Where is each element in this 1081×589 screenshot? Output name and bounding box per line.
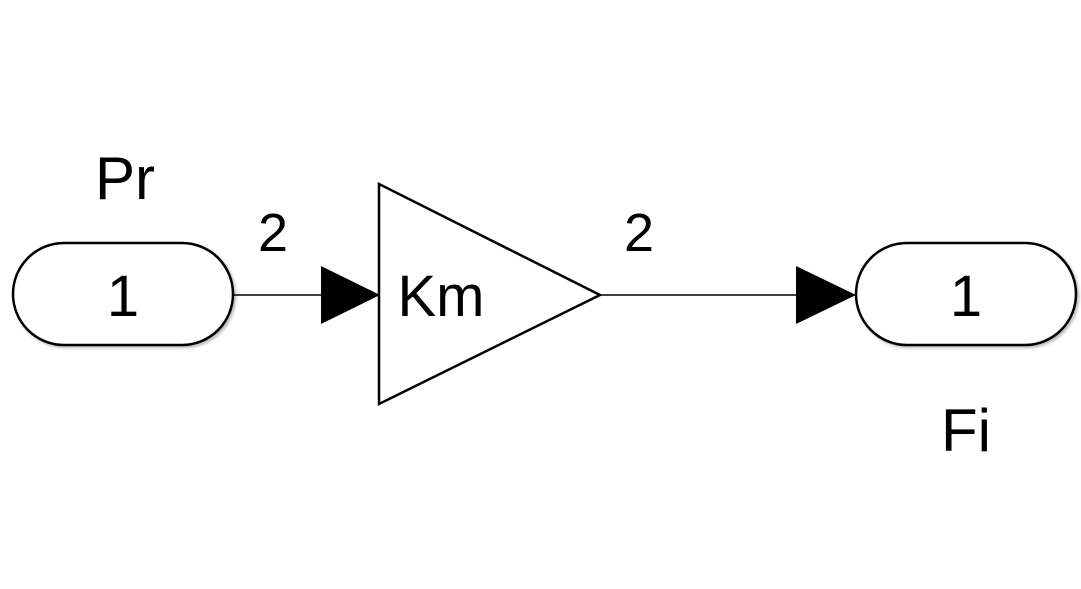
input-signal-width-label: 2 [258,203,288,263]
input-signal-line[interactable] [233,266,380,324]
input-arrowhead-icon [321,266,380,324]
outport-name-label: Fi [941,397,991,464]
gain-triangle-shape[interactable] [377,181,603,407]
gain-block[interactable]: Km [377,181,603,407]
inport-shape[interactable] [11,241,235,347]
inport-name-label: Pr [95,145,155,212]
output-signal-line[interactable] [600,266,856,324]
gain-value-label: Km [398,264,485,329]
inport-number: 1 [107,264,139,329]
outport-number: 1 [950,264,982,329]
output-signal-width-label: 2 [624,203,654,263]
outport-shape[interactable] [854,241,1078,347]
inport-block[interactable]: 1 [11,241,235,347]
outport-block[interactable]: 1 [854,241,1078,347]
output-arrowhead-icon [796,266,856,324]
